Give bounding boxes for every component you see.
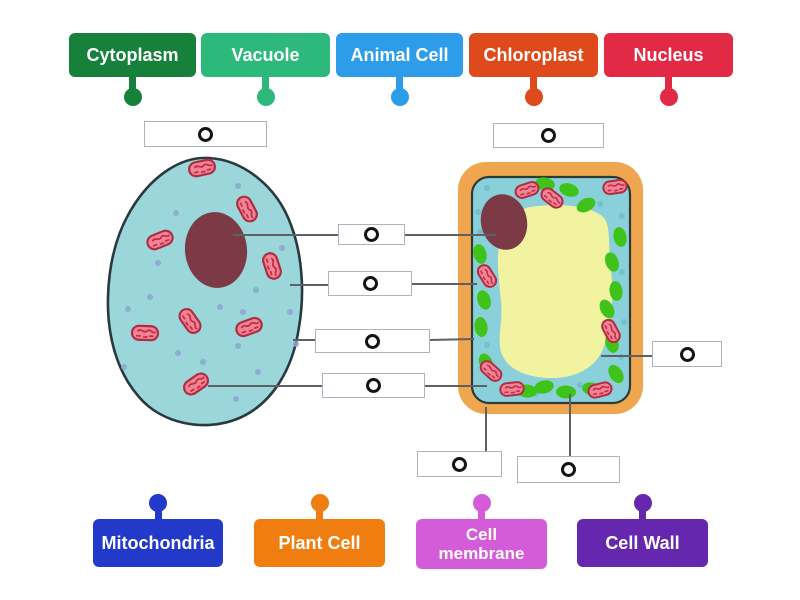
word-chip-label: Cell Wall xyxy=(605,532,680,553)
drop-pin-ring-icon xyxy=(366,378,381,393)
drop-pin-ring-icon xyxy=(365,333,380,349)
chip-pin-dot xyxy=(633,494,652,512)
word-chip-chloroplast[interactable]: Chloroplast xyxy=(469,33,598,106)
word-chip-mitochondria[interactable]: Mitochondria xyxy=(93,494,223,567)
word-chip-cytoplasm[interactable]: Cytoplasm xyxy=(69,33,196,106)
word-chip-label: Animal Cell xyxy=(350,44,449,65)
drop-pin-ring-icon xyxy=(561,462,576,477)
plant-vacuole xyxy=(497,205,613,379)
chip-pin-dot xyxy=(659,88,678,106)
drop-pin-ring-icon xyxy=(541,128,556,143)
word-chip-cell-wall[interactable]: Cell Wall xyxy=(577,494,708,567)
drop-zone-8[interactable] xyxy=(417,451,502,477)
chip-pin-dot xyxy=(123,88,142,106)
drop-zone-2[interactable] xyxy=(493,123,604,148)
drop-pin-ring-icon xyxy=(362,276,378,291)
word-chip-animal-cell[interactable]: Animal Cell xyxy=(336,33,463,106)
drop-zone-9[interactable] xyxy=(517,456,620,483)
word-chip-label: Nucleus xyxy=(633,44,704,65)
drop-zone-5[interactable] xyxy=(315,329,430,353)
drop-zone-6[interactable] xyxy=(322,373,425,398)
word-chip-label: Plant Cell xyxy=(278,532,361,553)
chip-pin-stem xyxy=(665,77,672,90)
chip-pin-stem xyxy=(639,508,646,519)
chip-pin-dot xyxy=(524,88,543,106)
word-chip-label: Cytoplasm xyxy=(86,44,179,65)
animal-nucleus xyxy=(184,212,248,288)
chip-pin-stem xyxy=(129,77,136,90)
drop-zone-3[interactable] xyxy=(338,224,405,245)
chip-pin-stem xyxy=(262,77,269,90)
drop-zone-4[interactable] xyxy=(328,271,412,296)
drop-pin-ring-icon xyxy=(679,346,695,362)
drop-zone-7[interactable] xyxy=(652,341,722,367)
word-chip-label: Cell membrane xyxy=(438,524,525,563)
chip-pin-stem xyxy=(396,77,403,90)
word-chip-label: Vacuole xyxy=(231,44,300,65)
word-chip-nucleus[interactable]: Nucleus xyxy=(604,33,733,106)
word-chip-plant-cell[interactable]: Plant Cell xyxy=(254,494,385,567)
drop-pin-ring-icon xyxy=(364,227,379,242)
chip-pin-stem xyxy=(478,508,485,519)
drop-pin-ring-icon xyxy=(198,126,213,142)
chip-pin-stem xyxy=(154,508,162,519)
animal-cell-dots xyxy=(121,183,299,402)
word-chip-label: Chloroplast xyxy=(483,44,584,65)
drop-pin-ring-icon xyxy=(452,456,467,472)
chip-pin-dot xyxy=(149,494,167,512)
plant-cell-illustration xyxy=(458,162,643,414)
drop-zone-1[interactable] xyxy=(144,121,267,147)
chip-pin-dot xyxy=(310,494,329,512)
chip-pin-stem xyxy=(530,77,537,90)
chip-pin-dot xyxy=(256,88,275,106)
word-chip-label: Mitochondria xyxy=(101,532,215,553)
connector-lines xyxy=(208,234,652,456)
chip-pin-dot xyxy=(390,88,409,106)
word-chip-vacuole[interactable]: Vacuole xyxy=(201,33,330,106)
chip-pin-stem xyxy=(316,508,323,519)
chip-pin-dot xyxy=(472,494,491,512)
word-chip-cell-membrane[interactable]: Cell membrane xyxy=(416,494,547,569)
animal-cell-illustration xyxy=(106,156,304,427)
